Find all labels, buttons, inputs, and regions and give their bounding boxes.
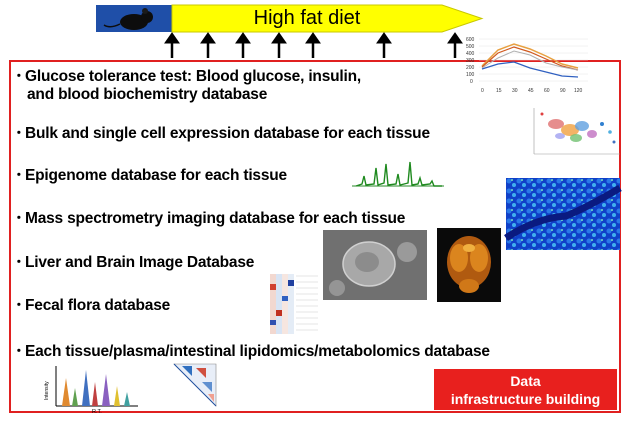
correlation-triangle-matrix xyxy=(173,363,217,407)
svg-text:100: 100 xyxy=(466,72,475,78)
svg-text:600: 600 xyxy=(466,37,475,43)
svg-text:0: 0 xyxy=(470,79,473,85)
svg-text:400: 400 xyxy=(466,51,475,57)
timepoint-arrow xyxy=(200,32,216,58)
timepoint-arrow xyxy=(235,32,251,58)
svg-text:15: 15 xyxy=(496,88,502,94)
fecal-flora-heatmap xyxy=(268,266,322,336)
high-fat-diet-arrow xyxy=(171,4,484,33)
item-lipidomics-metabolomics: ･Each tissue/plasma/intestinal lipidomic… xyxy=(15,343,490,360)
timepoint-arrow xyxy=(164,32,180,58)
diet-label: High fat diet xyxy=(253,7,361,29)
data-infrastructure-badge: Data infrastructure building xyxy=(434,369,617,410)
svg-text:45: 45 xyxy=(528,88,534,94)
svg-text:60: 60 xyxy=(544,88,550,94)
svg-text:90: 90 xyxy=(560,88,566,94)
svg-text:120: 120 xyxy=(574,88,583,94)
epigenome-peaks-track xyxy=(352,161,444,187)
mass-spec-image xyxy=(504,178,622,250)
item-image-database: ･Liver and Brain Image Database xyxy=(15,254,255,271)
timepoint-arrow xyxy=(305,32,321,58)
liver-microscopy-image xyxy=(323,230,427,300)
timepoint-arrow xyxy=(271,32,287,58)
svg-text:30: 30 xyxy=(512,88,518,94)
svg-text:Intensity: Intensity xyxy=(44,381,50,400)
item-mass-spec-imaging: ･Mass spectrometry imaging database for … xyxy=(15,210,406,227)
timepoint-arrows xyxy=(164,32,463,58)
svg-text:R.T.: R.T. xyxy=(92,409,102,415)
chromatogram: Intensity R.T. xyxy=(44,366,138,415)
mouse-photo xyxy=(96,5,172,32)
single-cell-scatter-plot xyxy=(533,108,620,155)
mouse-icon xyxy=(103,8,153,30)
svg-text:500: 500 xyxy=(466,44,475,50)
svg-text:200: 200 xyxy=(466,65,475,71)
brain-image xyxy=(437,228,501,302)
svg-text:0: 0 xyxy=(481,88,484,94)
svg-text:300: 300 xyxy=(466,58,475,64)
timepoint-arrow xyxy=(376,32,392,58)
item-expression-database: ･Bulk and single cell expression databas… xyxy=(15,125,430,142)
item-epigenome-database: ･Epigenome database for each tissue xyxy=(15,167,287,184)
glucose-tolerance-chart: 600 500 400 300 200 100 0 0 15 30 45 60 … xyxy=(466,37,588,94)
timepoint-arrow xyxy=(447,32,463,58)
item-glucose-tolerance: ･Glucose tolerance test: Blood glucose, … xyxy=(15,68,361,103)
item-fecal-flora: ･Fecal flora database xyxy=(15,297,171,314)
